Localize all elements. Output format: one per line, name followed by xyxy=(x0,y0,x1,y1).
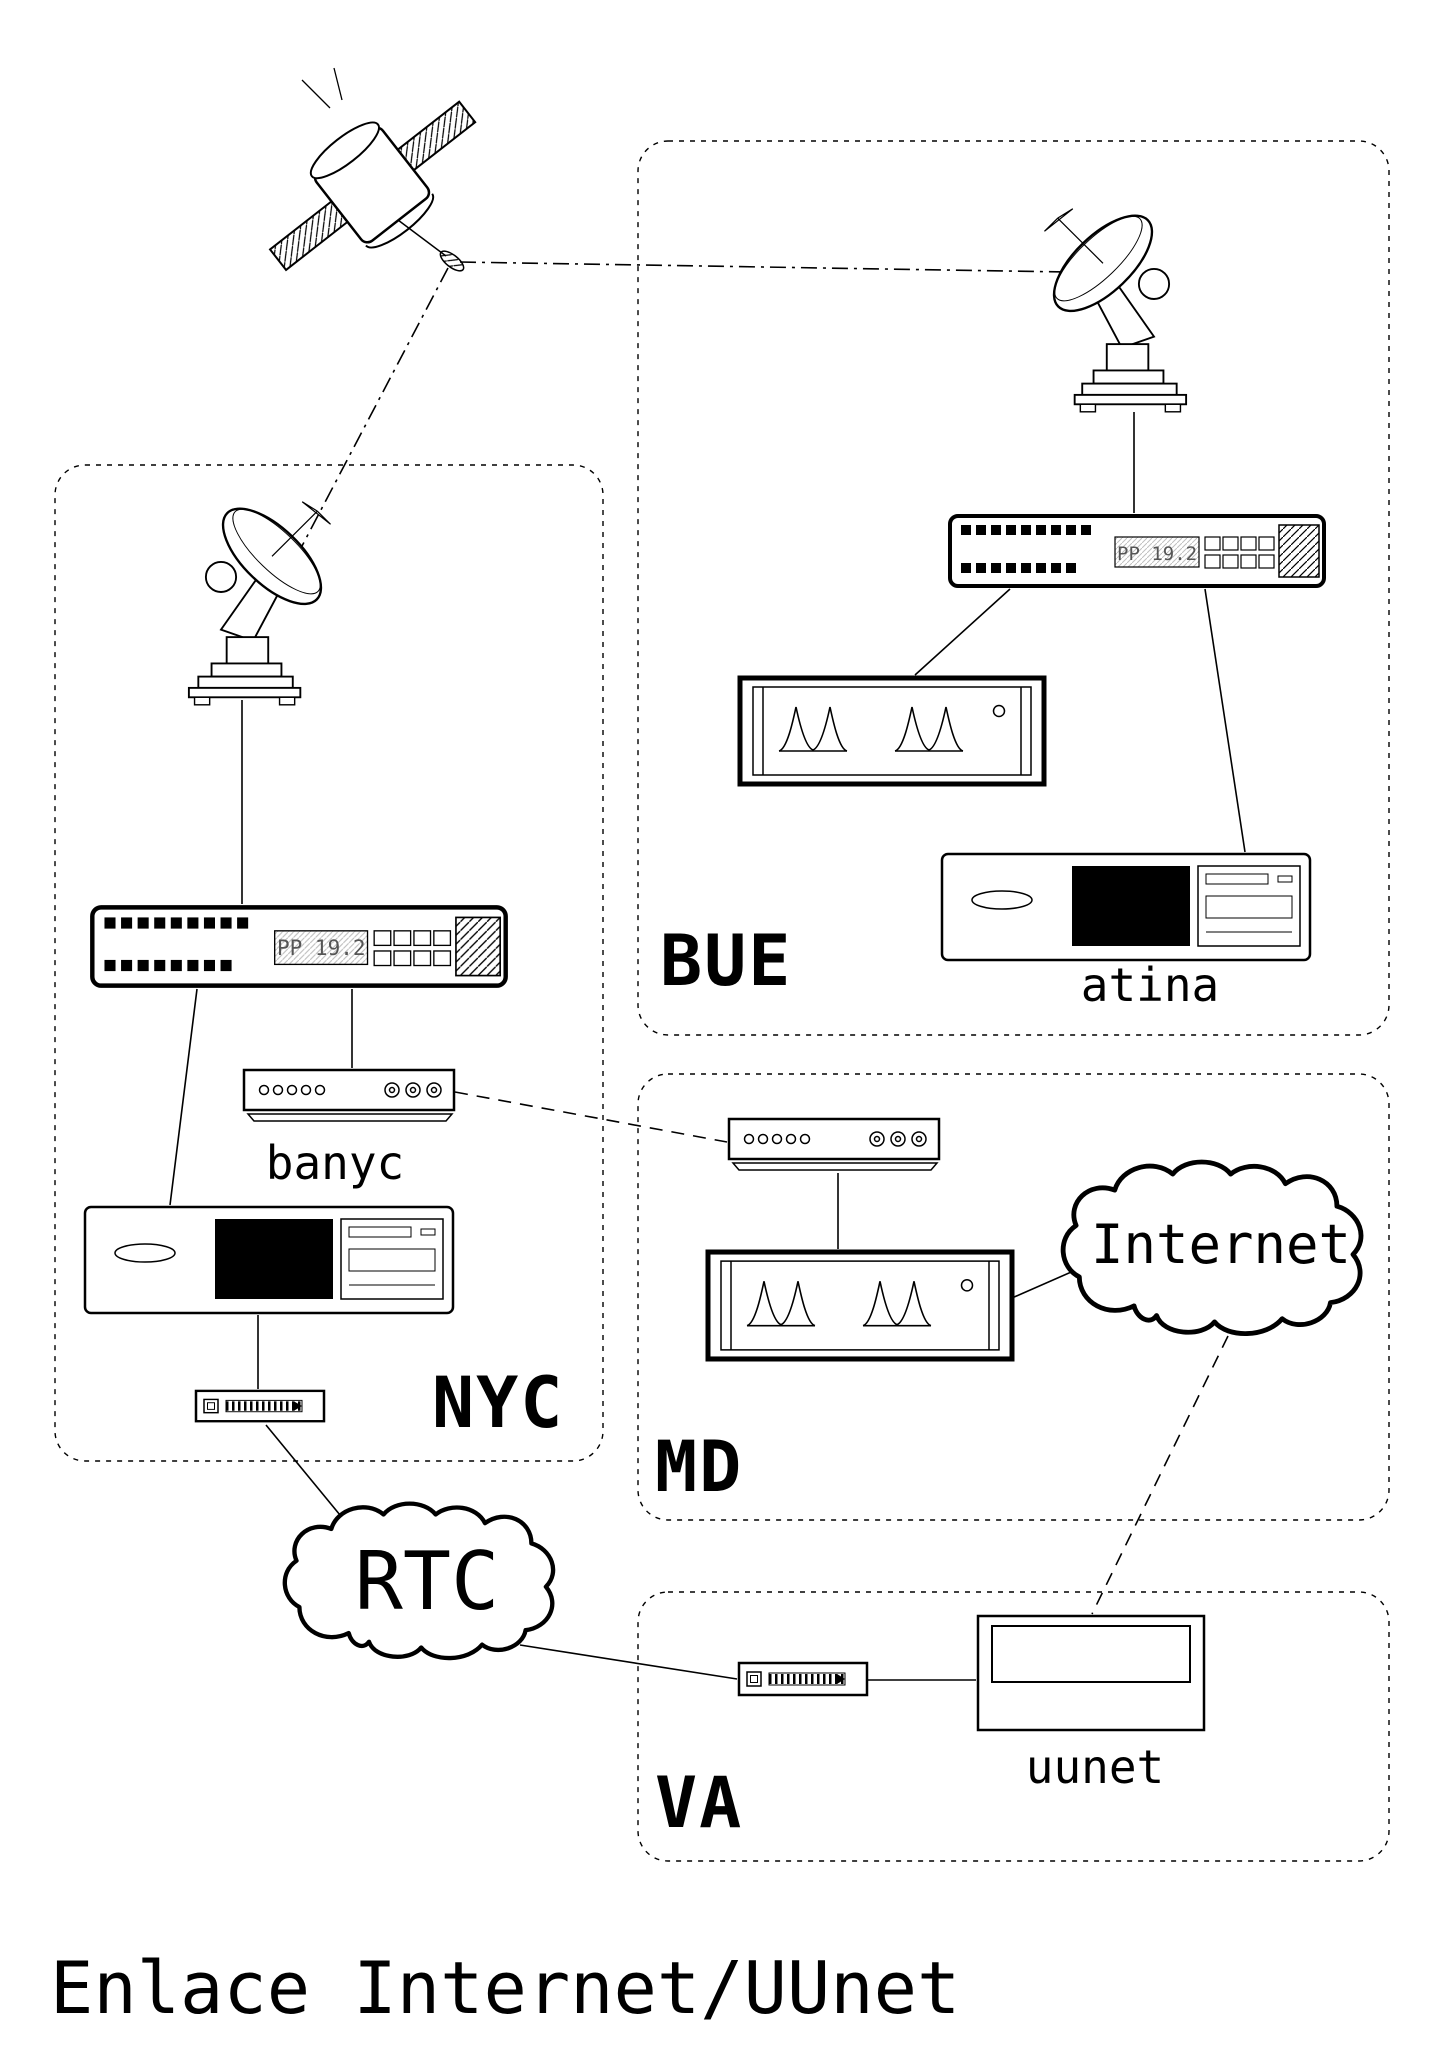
link-modem-pc-nyc xyxy=(169,988,198,1206)
csu-dsu-va-icon xyxy=(737,1661,869,1697)
link-banyc-md-router xyxy=(454,1091,728,1143)
connections xyxy=(169,261,1246,1681)
link-modem-atina xyxy=(1204,588,1246,853)
region-bue xyxy=(637,140,1390,1036)
router-md-icon xyxy=(727,1117,941,1172)
internet-cloud-label: Internet xyxy=(1090,1213,1352,1276)
region-label-md: MD xyxy=(655,1426,744,1508)
modem-nyc-display: PP 19.2 xyxy=(277,936,366,960)
atina-label: atina xyxy=(1080,958,1220,1012)
rtc-cloud-label: RTC xyxy=(354,1535,500,1628)
satellite-dish-bue-icon xyxy=(1037,205,1188,413)
pc-atina-icon xyxy=(940,852,1312,962)
modem-bue-display: PP 19.2 xyxy=(1117,543,1198,565)
link-csu-rtc xyxy=(265,1424,341,1516)
uunet-label: uunet xyxy=(1025,1740,1165,1794)
link-internet-uunet xyxy=(1091,1335,1229,1615)
link-satellite-bue xyxy=(459,261,1067,273)
pc-nyc-icon xyxy=(83,1205,455,1315)
bridge-md-icon xyxy=(708,1252,1012,1359)
region-nyc xyxy=(54,464,604,1462)
region-label-nyc: NYC xyxy=(432,1362,565,1444)
diagram-title: Enlace Internet/UUnet xyxy=(50,1946,961,2030)
region-va xyxy=(637,1591,1390,1862)
banyc-label: banyc xyxy=(265,1136,405,1190)
csu-dsu-nyc-icon xyxy=(194,1389,326,1423)
link-modem-bridge-bue xyxy=(914,588,1011,676)
router-banyc-icon xyxy=(242,1068,456,1123)
satellite-icon xyxy=(268,67,477,272)
uunet-box-icon xyxy=(976,1614,1206,1732)
link-rtc-csu-va xyxy=(519,1644,738,1680)
bridge-bue-icon xyxy=(740,678,1044,784)
region-label-bue: BUE xyxy=(660,920,793,1002)
region-label-va: VA xyxy=(655,1762,744,1844)
link-satellite-nyc xyxy=(301,267,449,547)
region-md xyxy=(637,1073,1390,1521)
satellite-dish-nyc-icon xyxy=(187,498,338,706)
